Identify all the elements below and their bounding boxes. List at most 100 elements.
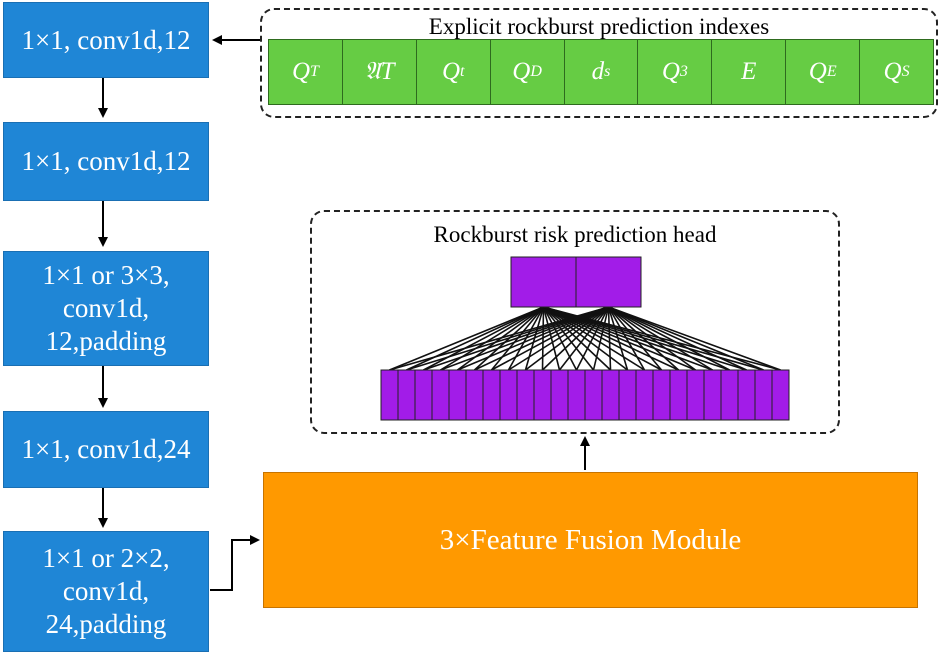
input-neuron [703,369,722,421]
index-symbol: Q [512,58,531,85]
connection-line [543,306,628,371]
connection-line [507,306,545,371]
input-neuron [414,369,433,421]
feature-fusion-module: 3×Feature Fusion Module [263,472,918,608]
layer-3-label: 1×1 or 3×3, conv1d, 12,padding [42,260,170,356]
connection-line [543,306,645,371]
input-neuron [533,369,552,421]
arrow-layer5-to-fusion [210,535,260,591]
input-neuron [584,369,603,421]
connection-line [525,306,609,371]
connection-line [543,306,662,371]
layer-2-label: 1×1, conv1d,12 [21,146,191,176]
input-neuron [686,369,705,421]
connection-line [474,306,609,371]
prediction-head-network [380,256,790,421]
input-neuron [737,369,756,421]
input-neuron [397,369,416,421]
input-neuron [465,369,484,421]
layer-1-box: 1×1, conv1d,12 [3,2,209,78]
connection-line [389,306,544,371]
index-subscript: S [901,63,910,80]
layer-3-box: 1×1 or 3×3, conv1d, 12,padding [3,251,209,366]
connection-line [542,306,595,371]
index-symbol: Q [441,58,461,85]
connection-line [543,306,679,371]
connection-line [508,306,609,371]
input-neuron [601,369,620,421]
connection-line [491,306,609,371]
feature-fusion-label: 3×Feature Fusion Module [439,523,742,556]
input-neuron [380,369,399,421]
indexes-panel-title: Explicit rockburst prediction indexes [428,14,770,39]
index-cell: 𝔄T [343,40,417,104]
input-neuron [618,369,637,421]
connection-line [608,306,764,371]
layer-2-box: 1×1, conv1d,12 [3,122,209,201]
connection-line [543,306,781,371]
index-symbol: Q [661,58,680,85]
layer-4-box: 1×1, conv1d,24 [3,411,209,488]
output-neuron [575,256,642,308]
connection-line [457,306,544,371]
index-subscript: T [310,63,319,80]
index-subscript: s [604,63,611,80]
connection-line [608,306,747,371]
connection-line [473,306,545,371]
input-neuron [516,369,535,421]
connection-line [608,306,730,371]
input-neuron [567,369,586,421]
connection-line [542,306,578,371]
indexes-panel: Explicit rockburst prediction indexes [260,8,938,118]
head-panel-title: Rockburst risk prediction head [433,222,717,247]
connection-line [423,306,544,371]
input-neuron [771,369,790,421]
index-subscript: t [460,63,465,80]
input-neuron [448,369,467,421]
index-symbol: Q [808,58,827,85]
input-neuron [754,369,773,421]
input-neuron [431,369,450,421]
index-symbol: Q [883,58,902,85]
input-neuron [635,369,654,421]
index-symbol: 𝔄T [364,58,395,85]
input-neuron [669,369,688,421]
index-symbol: E [741,58,757,85]
connection-line [543,306,713,371]
index-cell: E [712,40,787,104]
connection-line [490,306,545,371]
connection-line [543,306,730,371]
index-symbol: d [591,58,605,85]
connection-line [608,306,781,371]
head-panel: Rockburst risk prediction head [310,210,840,434]
index-subscript: E [826,63,837,80]
connection-line [541,306,610,371]
index-symbol: Q [291,58,311,85]
layer-4-label: 1×1, conv1d,24 [21,434,191,464]
connection-line [542,306,561,371]
layer-1-label: 1×1, conv1d,12 [21,24,191,55]
input-neuron [482,369,501,421]
input-neuron [720,369,739,421]
index-subscript: D [530,63,542,80]
connection-line [542,306,612,371]
input-neuron [499,369,518,421]
output-neuron [510,256,577,308]
connection-line [541,306,545,371]
connection-line [543,306,696,371]
index-subscript: 3 [679,63,688,80]
connection-line [558,306,610,371]
layer-5-label: 1×1 or 2×2, conv1d, 24,padding [42,543,170,639]
connection-line [440,306,544,371]
layer-5-box: 1×1 or 2×2, conv1d, 24,padding [3,531,209,652]
input-neuron [652,369,671,421]
